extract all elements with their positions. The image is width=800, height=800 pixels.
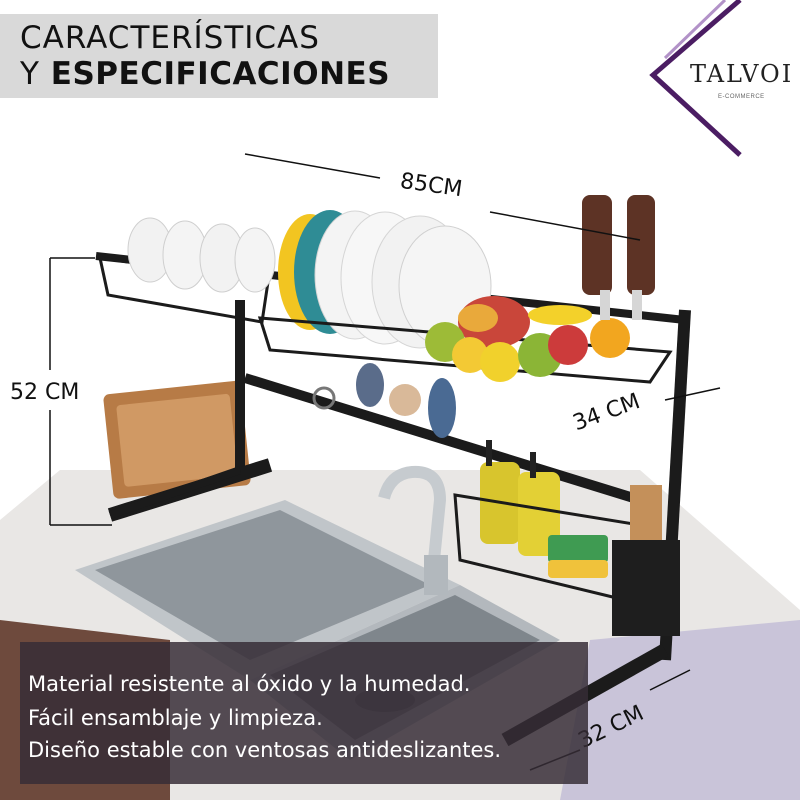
page-title-line-2: Y ESPECIFICACIONES — [20, 56, 390, 92]
title-banner — [0, 14, 438, 98]
dimension-height-label: 52 CM — [10, 380, 80, 405]
floor — [560, 620, 800, 800]
feature-item: Diseño estable con ventosas antideslizan… — [28, 738, 502, 762]
page-title-line-1: CARACTERÍSTICAS — [20, 20, 320, 56]
hanging-utensils — [312, 363, 456, 438]
cutting-board — [103, 380, 251, 499]
logo-chevron-icon — [649, 0, 742, 157]
page-title-bold: ESPECIFICACIONES — [50, 56, 391, 92]
plates — [278, 210, 492, 349]
dimension-lines — [49, 153, 721, 771]
feature-item: Fácil ensamblaje y limpieza. — [28, 706, 323, 730]
utensil-holder — [612, 485, 680, 636]
page-title-prefix: Y — [20, 56, 51, 92]
fruit-basket — [257, 296, 673, 384]
brand-subtitle: E-COMMERCE — [718, 94, 765, 100]
features-panel: Material resistente al óxido y la humeda… — [20, 642, 588, 784]
feature-item: Material resistente al óxido y la humeda… — [28, 672, 471, 696]
faucet — [378, 465, 448, 595]
dish-basket-left — [98, 217, 276, 324]
knives — [582, 195, 655, 320]
brand-logo — [649, 0, 742, 157]
brand-name: TALVOI — [690, 60, 794, 88]
lower-basket — [453, 440, 642, 602]
